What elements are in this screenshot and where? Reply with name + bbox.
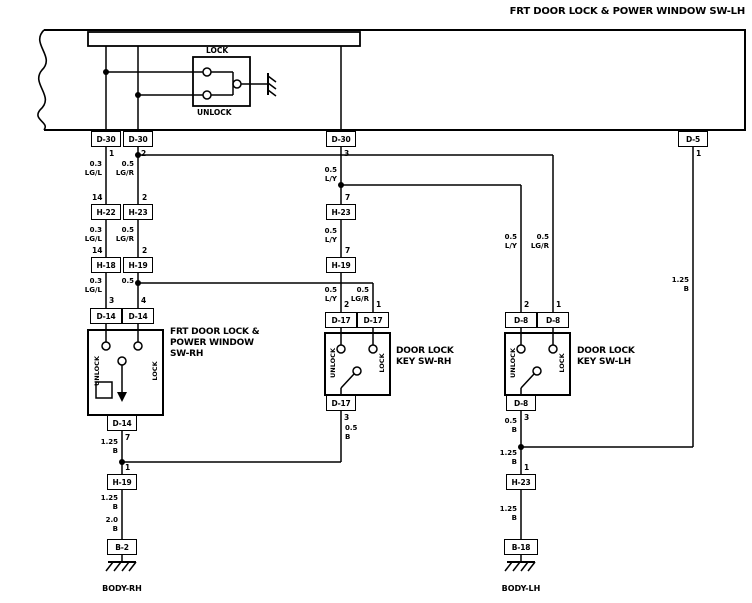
harness-band	[37, 29, 746, 131]
wire-label-b-4: 0.5 B	[345, 424, 358, 441]
wire-label-ly-4: 0.5 L/Y	[504, 233, 517, 250]
pin-d8-left: 2	[524, 300, 530, 309]
bottom-right-wires	[520, 147, 694, 562]
pin-d17-left: 2	[344, 300, 350, 309]
lh-lock-switch	[192, 56, 268, 107]
key-sw-lh-component	[504, 328, 571, 396]
pin-h19-a: 2	[142, 246, 148, 255]
connector-h19-mid: H-19	[326, 257, 356, 273]
wire-label-ly-1: 0.5 L/Y	[324, 166, 337, 183]
pin-d8-right: 1	[556, 300, 562, 309]
diagram-title: FRT DOOR LOCK & POWER WINDOW SW-LH	[509, 6, 746, 17]
pin-d5: 1	[696, 149, 702, 158]
wire-label-lgl-1: 0.3 LG/L	[84, 160, 102, 177]
connector-h23-mid: H-23	[326, 204, 356, 220]
key-rh-lock-label: LOCK	[378, 353, 386, 373]
connector-b18: B-18	[504, 539, 538, 555]
pin-d30-1: 1	[109, 149, 115, 158]
sw-rh-lock-label: LOCK	[151, 361, 159, 381]
key-sw-lh-name: DOOR LOCK KEY SW-LH	[577, 346, 635, 367]
key-rh-unlock-label: UNLOCK	[329, 348, 337, 378]
junction-dots	[103, 69, 524, 465]
wire-label-lgr-2: 0.5 LG/R	[115, 226, 134, 243]
wire-label-lgl-2: 0.3 LG/L	[84, 226, 102, 243]
wire-label-b-1: 1.25 B	[100, 438, 118, 455]
actuator-square	[95, 381, 113, 399]
bus-bar	[87, 31, 361, 47]
lock-switch-label: LOCK	[206, 46, 229, 55]
pin-h18: 14	[92, 246, 103, 255]
connector-h23-a: H-23	[123, 204, 153, 220]
connector-d14-right: D-14	[122, 308, 154, 324]
wire-label-b-5: 0.5 B	[504, 417, 517, 434]
connector-h23-bottom: H-23	[506, 474, 536, 490]
pin-h22: 14	[92, 193, 103, 202]
connector-d17-right: D-17	[357, 312, 389, 328]
connector-d30-3: D-30	[326, 131, 356, 147]
connector-h19-a: H-19	[123, 257, 153, 273]
torn-edge	[37, 29, 48, 131]
connector-d14-bottom: D-14	[107, 415, 137, 431]
connector-h19-bottom: H-19	[107, 474, 137, 490]
connector-d8-left: D-8	[505, 312, 537, 328]
wire-label-lgr-4: 0.5 LG/R	[530, 233, 549, 250]
connector-d14-left: D-14	[90, 308, 122, 324]
wire-label-b-2: 1.25 B	[100, 494, 118, 511]
wire-label-ly-2: 0.5 L/Y	[324, 227, 337, 244]
connector-d5: D-5	[678, 131, 708, 147]
connector-d30-2: D-30	[123, 131, 153, 147]
connector-b2: B-2	[107, 539, 137, 555]
key-lh-unlock-label: UNLOCK	[509, 348, 517, 378]
wire-label-b-7: 1.25 B	[499, 505, 517, 522]
pin-h19-mid: 7	[345, 246, 351, 255]
sw-rh-name: FRT DOOR LOCK & POWER WINDOW SW-RH	[170, 327, 260, 359]
key-sw-rh-component	[324, 332, 391, 396]
wire-label-b-6: 1.25 B	[499, 449, 517, 466]
wire-label-lgr-1: 0.5 LG/R	[115, 160, 134, 177]
connector-d8-right: D-8	[537, 312, 569, 328]
wire-label-ly-3: 0.5 L/Y	[324, 286, 337, 303]
sw-rh-unlock-label: UNLOCK	[93, 356, 101, 386]
ground-symbol-body-rh	[105, 561, 137, 572]
switch-ground-symbol	[267, 73, 277, 97]
connector-d30-1: D-30	[91, 131, 121, 147]
connector-h18: H-18	[91, 257, 121, 273]
pin-d30-3: 3	[344, 149, 350, 158]
connector-d17-bottom: D-17	[326, 395, 356, 411]
pin-d14-left: 3	[109, 296, 115, 305]
connector-d8-bottom: D-8	[506, 395, 536, 411]
ground-body-lh-label: BODY-LH	[501, 584, 541, 593]
pin-h23-a: 2	[142, 193, 148, 202]
connector-d17-left: D-17	[325, 312, 357, 328]
pin-d30-2: 2	[141, 149, 147, 158]
pin-d8-bottom: 3	[524, 413, 530, 422]
pin-h19-bottom: 1	[125, 463, 131, 472]
bottom-left-wires	[121, 431, 341, 562]
middle-branch-wires	[138, 147, 554, 462]
wire-label-lgl-3: 0.3 LG/L	[84, 277, 102, 294]
pin-d17-bottom: 3	[344, 413, 350, 422]
pin-h23-bottom: 1	[524, 463, 530, 472]
key-lh-lock-label: LOCK	[558, 353, 566, 373]
key-sw-rh-name: DOOR LOCK KEY SW-RH	[396, 346, 454, 367]
wire-label-d5-b: 1.25 B	[671, 276, 689, 293]
pin-d14-bottom: 7	[125, 433, 131, 442]
actuator-arrow	[117, 392, 127, 402]
unlock-switch-label: UNLOCK	[197, 108, 232, 117]
pin-d17-right: 1	[376, 300, 382, 309]
ground-symbol-body-lh	[504, 561, 536, 572]
wire-label-05: 0.5	[121, 277, 134, 285]
pin-h23-mid: 7	[345, 193, 351, 202]
pin-d14-right: 4	[141, 296, 147, 305]
ground-body-rh-label: BODY-RH	[102, 584, 142, 593]
wire-label-b-3: 2.0 B	[105, 516, 118, 533]
wire-label-lgr-3: 0.5 LG/R	[350, 286, 369, 303]
connector-h22: H-22	[91, 204, 121, 220]
